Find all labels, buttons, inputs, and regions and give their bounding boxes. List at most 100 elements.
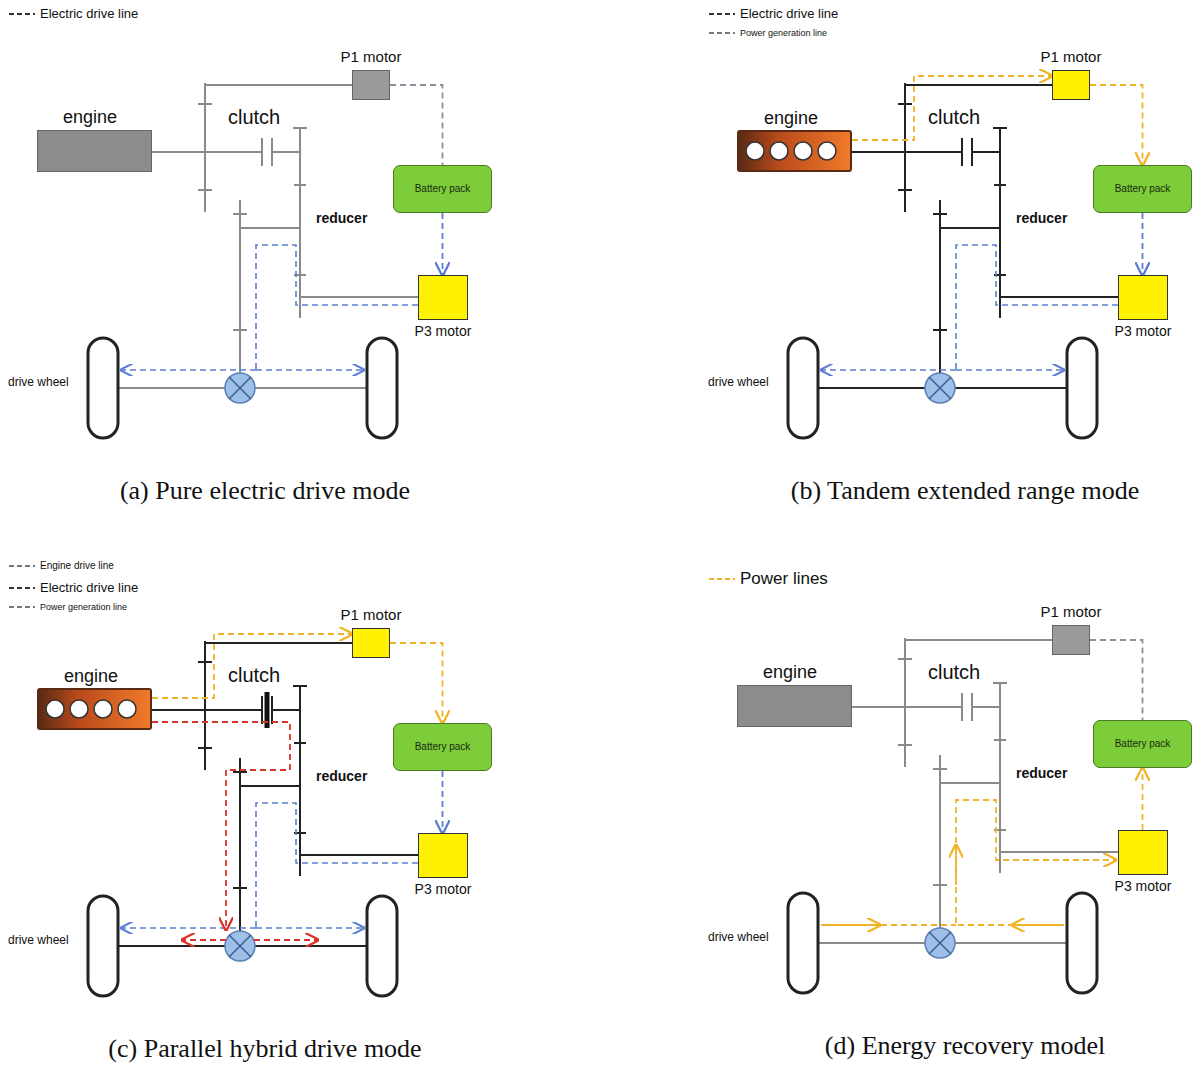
component-label: P3 motor [415,881,472,897]
legend-entry: Power generation line [8,602,127,612]
panel-b-drivetrain [788,83,1118,438]
electric-drive-line [121,369,256,371]
panel-d-drivetrain [788,638,1118,993]
electric-drive-line [256,927,364,929]
motor-box: P1 motor [1052,70,1090,100]
reducer-label: reducer [1016,765,1067,781]
engine-block: engine [37,130,152,172]
battery-pack-box: Battery pack [393,723,492,771]
wheels-differential [88,338,397,438]
legend-line [709,578,735,580]
power-line-arrow [1012,924,1064,926]
electric-drive-line [956,245,1118,370]
clutch-label: clutch [928,106,980,129]
legend-entry: Engine drive line [8,560,114,571]
electric-drive-line [256,803,418,928]
engine-drive-line [182,939,226,941]
figure-caption: (d) Energy recovery model [825,1031,1105,1061]
electric-drive-line [956,369,1064,371]
component-label: P1 motor [1041,603,1102,620]
motor-box: P1 motor [352,628,390,658]
power-line-arrow [955,845,957,885]
legend-text: Engine drive line [40,560,114,571]
figure-caption: (a) Pure electric drive mode [120,476,410,506]
engine-cylinders [737,130,852,172]
electric-drive-line [821,369,956,371]
box-label: Battery pack [415,183,471,195]
flow-connector [152,634,352,698]
component-label: P1 motor [341,606,402,623]
motor-box: P1 motor [1052,625,1090,655]
engine-drive-line [152,722,290,930]
engine-cylinders [37,688,152,730]
engine-block: engine [37,688,152,730]
engine-drive-line [254,939,318,941]
component-label: engine [64,666,118,687]
wheels-differential [88,896,397,996]
figure-caption: (c) Parallel hybrid drive mode [108,1034,421,1064]
figure-caption: (b) Tandem extended range mode [791,476,1140,506]
flow-connector [1142,213,1144,275]
legend-line-sample [8,603,36,611]
component-label: engine [764,108,818,129]
motor-box: P3 motor [418,833,468,878]
panel-c-drivetrain [88,641,418,996]
component-label: P1 motor [341,48,402,65]
cylinder [118,700,136,718]
flow-connector [1090,85,1143,165]
legend-line [9,606,35,608]
legend-line [9,587,35,589]
battery-pack-box: Battery pack [1093,165,1192,213]
clutch-label: clutch [228,664,280,687]
panel-a-drivetrain [88,83,418,438]
motor-box: P1 motor [352,70,390,100]
flow-connector [390,643,443,723]
flow-connector [1142,768,1144,830]
wheels-differential [788,338,1097,438]
reducer-label: reducer [316,768,367,784]
component-label: P3 motor [1115,878,1172,894]
flow-connector [442,771,444,833]
legend-text: Power lines [740,569,828,589]
wheel-label: drive wheel [8,934,69,948]
cylinder [794,142,812,160]
cylinder [94,700,112,718]
cylinder [70,700,88,718]
motor-box: P3 motor [418,275,468,320]
legend-text: Electric drive line [40,6,138,21]
electric-drive-line [256,245,418,370]
engine-block: engine [737,685,852,727]
legend-line-sample [8,562,36,570]
legend-entry: Electric drive line [8,580,138,595]
flow-connector [852,76,1052,140]
flow-connector [442,213,444,275]
legend-text: Electric drive line [40,580,138,595]
component-label: P3 motor [415,323,472,339]
legend-line [709,13,735,15]
legend-text: Electric drive line [740,6,838,21]
component-label: engine [63,107,117,128]
electric-drive-line [121,927,256,929]
legend-line [9,565,35,567]
legend-line [709,32,735,34]
component-label: engine [763,662,817,683]
wheel-label: drive wheel [708,376,769,390]
cylinder [818,142,836,160]
reducer-label: reducer [316,210,367,226]
motor-box: P3 motor [1118,275,1168,320]
legend-line-sample [8,584,36,592]
reducer-label: reducer [1016,210,1067,226]
legend-line-sample [708,10,736,18]
battery-pack-box: Battery pack [1093,720,1192,768]
legend-text: Power generation line [40,602,127,612]
legend-entry: Electric drive line [8,6,138,21]
battery-pack-box: Battery pack [393,165,492,213]
power-line-arrow [821,924,880,926]
motor-box: P3 motor [1118,830,1168,875]
legend-entry: Power lines [708,569,828,589]
legend-entry: Power generation line [708,28,827,38]
